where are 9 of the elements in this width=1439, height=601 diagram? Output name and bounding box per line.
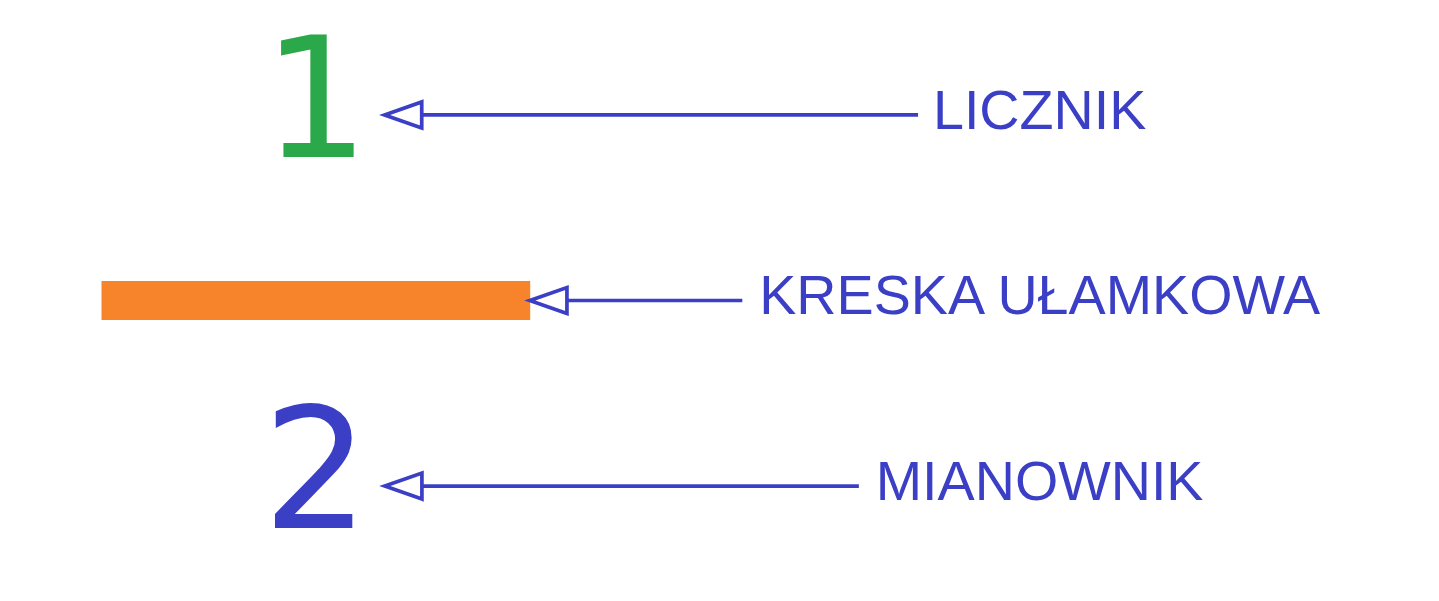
node-text: MIANOWNIK: [875, 450, 1204, 513]
arrow: [524, 284, 743, 317]
node-text: 2: [262, 372, 369, 567]
node-text: KRESKA UŁAMKOWA: [759, 264, 1321, 327]
node-text: 1: [262, 1, 369, 196]
node-bar: [101, 281, 531, 320]
arrow: [379, 470, 859, 502]
arrow: [379, 99, 919, 131]
node-text: LICZNIK: [932, 78, 1147, 141]
